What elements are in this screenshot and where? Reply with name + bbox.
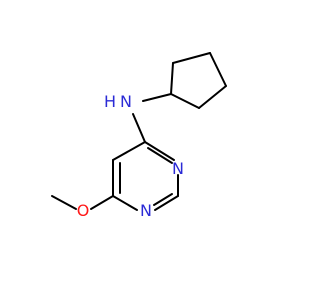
- bond-nh-cp: [142, 93, 172, 102]
- bond-c4-n3-inner: [147, 147, 173, 164]
- bond-cp4: [198, 85, 227, 109]
- atom-nh-n: N: [120, 92, 132, 111]
- bond-cp3: [209, 52, 227, 87]
- molecule-diagram: H N N N O: [51, 52, 227, 220]
- bond-c2-n1-inner: [153, 193, 173, 206]
- bond-cp1: [170, 62, 174, 95]
- bond-n1-c6: [112, 195, 138, 211]
- bond-c4-n3: [144, 141, 175, 161]
- bond-cp5: [170, 93, 200, 109]
- atom-oxygen: O: [77, 201, 90, 220]
- structure-svg: H N N N O: [51, 52, 227, 220]
- bond-o-ch3: [51, 195, 77, 210]
- atom-n-top: N: [172, 159, 184, 178]
- bond-c5-c4: [112, 141, 146, 161]
- atom-nh-h: H: [104, 92, 116, 111]
- bond-nh-c4: [132, 113, 146, 143]
- bond-c2-n1: [154, 195, 179, 211]
- bond-c6-o: [90, 195, 114, 210]
- atom-n-bottom: N: [140, 201, 152, 220]
- bond-cp2: [172, 52, 211, 64]
